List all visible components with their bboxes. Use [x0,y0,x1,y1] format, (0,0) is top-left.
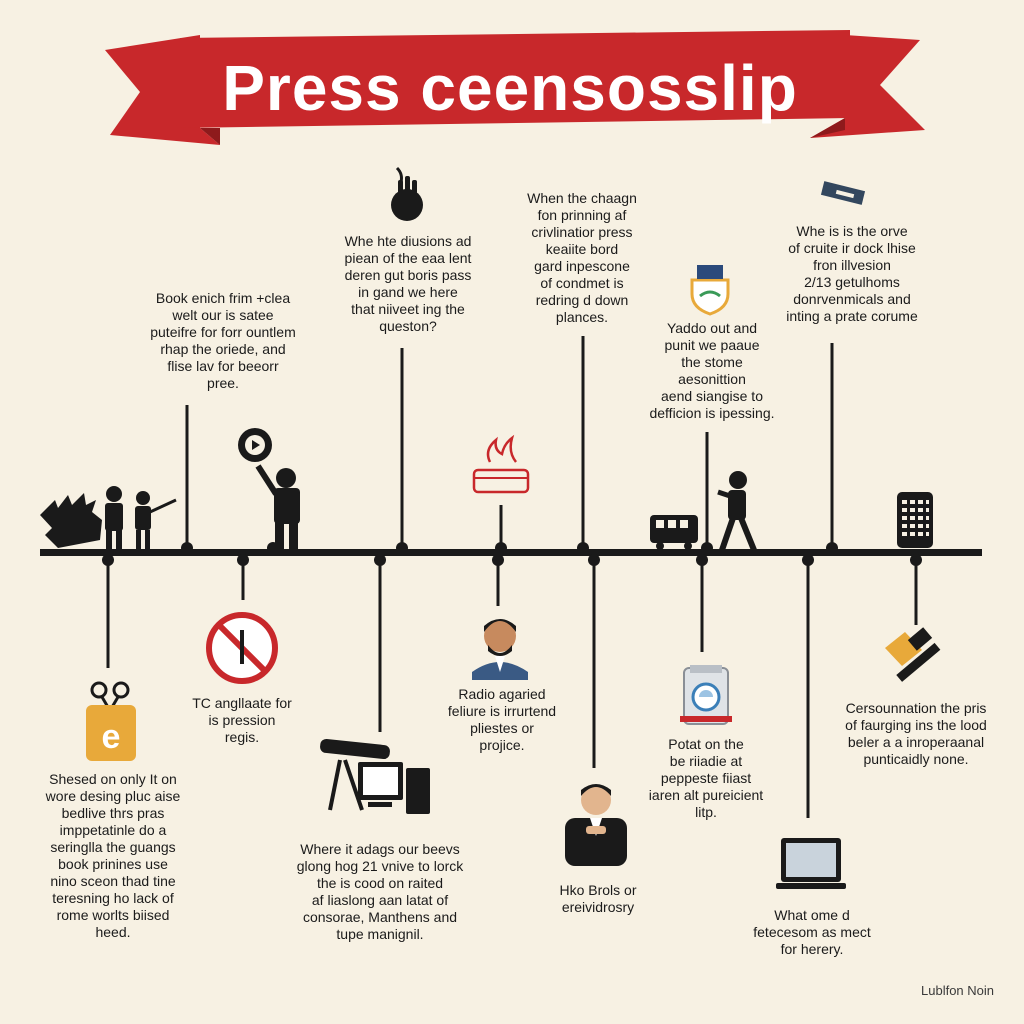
top-text-5: Whe is is the orve of cruite ir dock lhi… [786,223,918,324]
man-with-sign-icon [238,428,300,549]
bottom-connectors [106,556,918,818]
printer-scanner-icon [680,665,732,725]
bottom-text-5: Hko Brols or ereividrosry [559,882,637,915]
bottom-text-4: Radio agaried feliure is irrurtend plies… [447,686,557,753]
scissors-book-icon: e [86,681,136,761]
bottom-text-6: Potat on the be riiadie at peppeste fiia… [648,736,764,820]
hammer-icon [885,627,941,682]
banner-left-fold [200,128,220,145]
walking-man-icon [717,471,757,552]
two-people-icon [105,486,177,550]
laptop-icon [776,838,846,889]
fire-brazier-icon [472,434,530,494]
banner-body [180,30,850,128]
person-suit-icon [565,784,627,866]
footer-credit: Lublfon Noin [921,983,994,998]
radio-device-icon [897,492,933,548]
title-banner [105,30,925,145]
shield-badge-icon [690,265,730,316]
top-text-2: Whe hte diusions ad piean of the eaa len… [344,233,472,334]
timeline-nodes [102,542,922,566]
hand-grenade-icon [391,166,423,221]
timeline-axis [40,549,982,556]
top-text-1: Book enich frim +clea welt our is satee … [150,290,296,391]
banner-right-tail [810,35,925,138]
top-text-3: When the chaagn fon prinning af crivlina… [527,190,637,325]
top-text-4: Yaddo out and punit we paaue the stome a… [649,320,775,421]
banner-right-fold [810,118,845,138]
man-portrait-icon [472,619,528,680]
page-title: Press ceensosslip [222,52,798,124]
bus-icon [650,515,698,550]
bottom-text-1: Shesed on only It on wore desing pluc ai… [45,771,181,940]
svg-text:e: e [102,718,121,756]
prohibited-icon [206,612,278,684]
projector-computer-icon [320,738,430,814]
top-connectors [185,336,834,549]
bottom-text-3: Where it adags our beevs glong hog 21 vn… [296,841,464,942]
bottom-text-2: TC angllaate for is pression regis. [192,695,292,745]
stamp-icon [820,181,866,205]
bottom-text-7: What ome d fetecesom as mect for herery. [753,907,871,957]
hedgehog-icon [40,493,102,548]
bottom-text-8: Cersounnation the pris of faurging ins t… [845,700,987,767]
